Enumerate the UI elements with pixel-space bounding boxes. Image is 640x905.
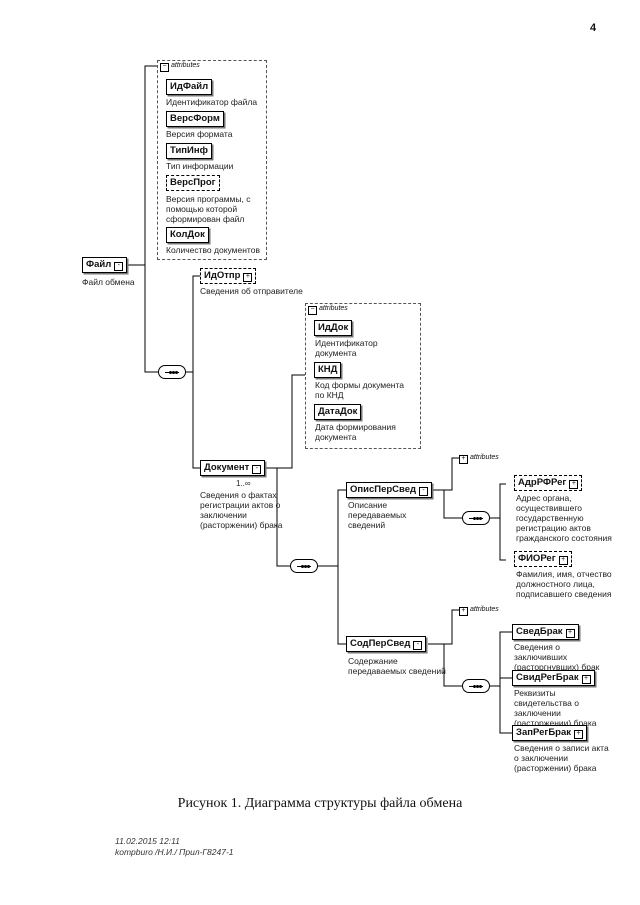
attr-knd-desc: Код формы документа по КНД	[315, 380, 405, 400]
element-fioreg[interactable]: ФИОРег+	[514, 551, 572, 567]
document-attributes-header[interactable]: −attributes	[308, 305, 348, 315]
element-svedbrak-desc: Сведения о заключивших (расторгнувших) б…	[514, 642, 600, 672]
expand-icon: +	[459, 607, 468, 616]
attr-koldok[interactable]: КолДок	[166, 227, 209, 243]
attr-iddok-desc: Идентификатор документа	[315, 338, 378, 358]
file-attributes-group	[157, 60, 267, 260]
root-element-desc: Файл обмена	[82, 277, 135, 287]
opis-attributes-header[interactable]: +attributes	[459, 454, 499, 464]
root-element-fajl[interactable]: Файл-	[82, 257, 128, 273]
attr-versform[interactable]: ВерсФорм	[166, 111, 224, 127]
attr-datadok[interactable]: ДатаДок	[314, 404, 362, 420]
attr-iddok[interactable]: ИдДок	[314, 320, 353, 336]
sequence-compositor	[462, 679, 490, 693]
attr-koldok-desc: Количество документов	[166, 245, 260, 255]
attr-tipinf[interactable]: ТипИнф	[166, 143, 212, 159]
sequence-compositor	[462, 511, 490, 525]
attr-idfajl[interactable]: ИдФайл	[166, 79, 213, 95]
file-attributes-header[interactable]: −attributes	[160, 62, 200, 72]
element-zapregbrak[interactable]: ЗапРегБрак+	[512, 725, 587, 741]
attr-datadok-desc: Дата формирования документа	[315, 422, 396, 442]
element-opispersved-desc: Описание передаваемых сведений	[348, 500, 407, 530]
attr-knd[interactable]: КНД	[314, 362, 342, 378]
element-svedbrak[interactable]: СведБрак+	[512, 624, 579, 640]
element-fioreg-desc: Фамилия, имя, отчество должностного лица…	[516, 569, 612, 599]
collapse-icon: −	[160, 63, 169, 72]
figure-caption: Рисунок 1. Диаграмма структуры файла обм…	[177, 796, 463, 811]
element-opispersved[interactable]: ОписПерСвед-	[346, 482, 433, 498]
element-adrrfreg-desc: Адрес органа, осуществившего государстве…	[516, 493, 612, 543]
element-sodpersved-desc: Содержание передаваемых сведений	[348, 656, 446, 676]
element-svidregbrak-desc: Реквизиты свидетельства о заключении (ра…	[514, 688, 597, 728]
element-dokument-desc: Сведения о фактах регистрации актов о за…	[200, 490, 283, 530]
element-adrrfreg[interactable]: АдрРФРег+	[514, 475, 583, 491]
attr-versform-desc: Версия формата	[166, 129, 233, 139]
expand-icon: +	[459, 455, 468, 464]
attr-versprog-desc: Версия программы, с помощью которой сфор…	[166, 194, 251, 224]
element-idotpr[interactable]: ИдОтпр+	[200, 268, 257, 284]
sod-attributes-header[interactable]: +attributes	[459, 606, 499, 616]
element-sodpersved[interactable]: СодПерСвед-	[346, 636, 427, 652]
element-idotpr-desc: Сведения об отправителе	[200, 286, 303, 296]
attr-versprog[interactable]: ВерсПрог	[166, 175, 220, 191]
sequence-compositor	[158, 365, 186, 379]
element-dokument[interactable]: Документ-	[200, 460, 266, 476]
collapse-icon: −	[308, 306, 317, 315]
element-zapregbrak-desc: Сведения о записи акта о заключении (рас…	[514, 743, 609, 773]
document-attributes-group	[305, 303, 421, 449]
page-number: 4	[590, 22, 597, 34]
attr-tipinf-desc: Тип информации	[166, 161, 234, 171]
footer-reference: kompburo /Н.И./ Прил-Г8247-1	[115, 847, 234, 857]
sequence-compositor	[290, 559, 318, 573]
element-dokument-multiplicity: 1..∞	[236, 479, 251, 488]
footer-timestamp: 11.02.2015 12:11	[115, 836, 180, 846]
element-svidregbrak[interactable]: СвидРегБрак+	[512, 670, 595, 686]
attr-idfajl-desc: Идентификатор файла	[166, 97, 258, 107]
